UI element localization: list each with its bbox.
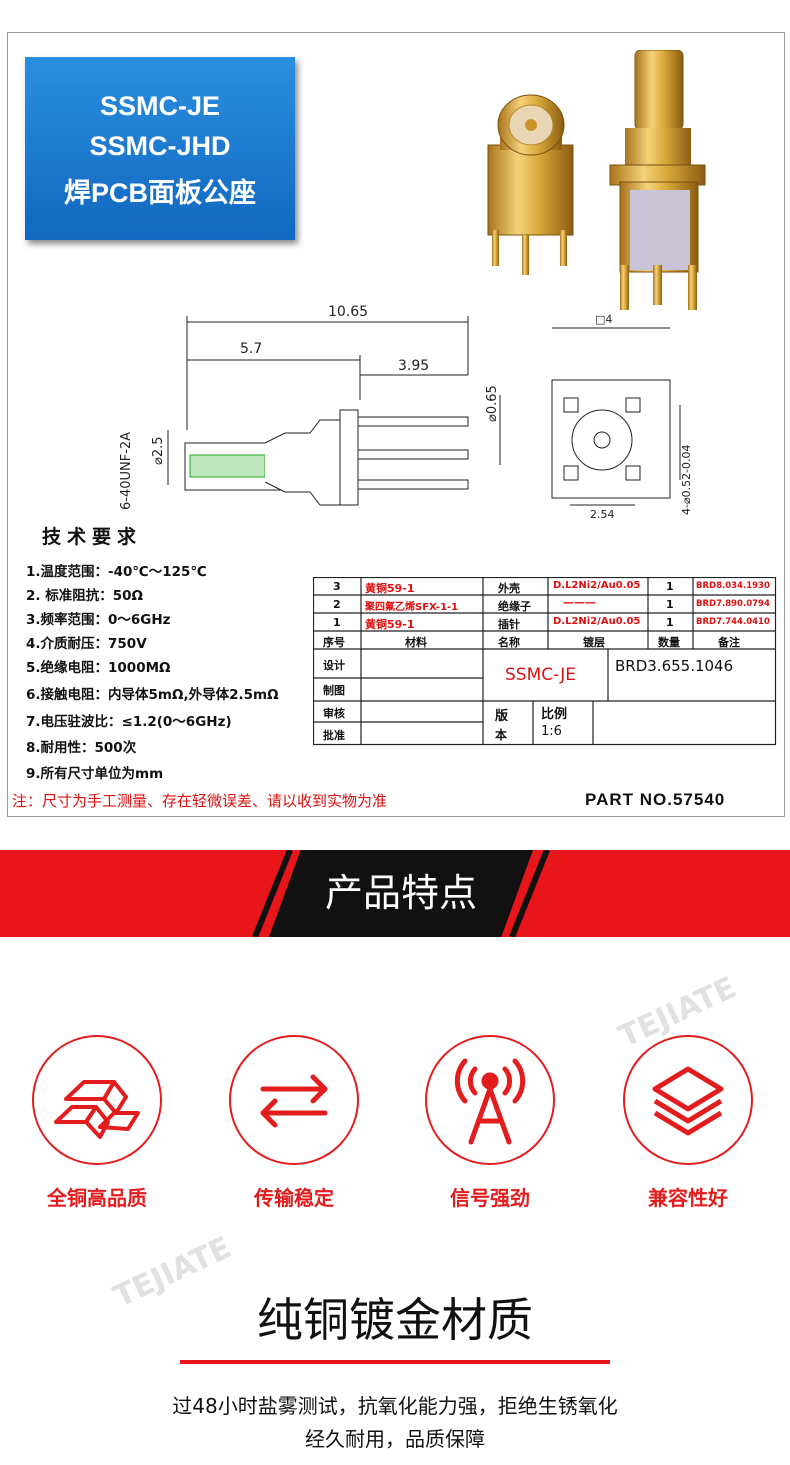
feature-label: 信号强劲	[450, 1186, 530, 1210]
feature-circle	[425, 1035, 555, 1165]
bom-material: 黄铜59-1	[365, 618, 415, 631]
dim-thread: 6-40UNF-2A	[119, 432, 134, 510]
bom-version-label: 版	[495, 709, 509, 724]
section-underline	[180, 1360, 610, 1364]
measurement-note: 注：尺寸为手工测量、存在轻微误差、请以收到实物为准	[12, 792, 388, 810]
dim-pin-dia: ⌀0.65	[485, 385, 500, 422]
bom-name: 绝缘子	[498, 600, 531, 613]
feature-circle	[32, 1035, 162, 1165]
banner-slashes	[252, 850, 550, 937]
layers-icon	[652, 1066, 724, 1136]
bom-role: 审核	[323, 707, 345, 720]
spec-item: 5.绝缘电阻：1000MΩ	[26, 660, 171, 676]
bom-table: 3 黄铜59-1 外壳 D.L2Ni2/Au0.05 1 BRD8.034.19…	[313, 577, 775, 745]
bom-no: 3	[333, 580, 341, 593]
end-view-drawing: □4 2.54 4-⌀0.52-0.04	[551, 313, 693, 520]
bom-header-material: 材料	[405, 636, 427, 649]
feature-label: 传输稳定	[254, 1186, 334, 1210]
spec-item: 4.介质耐压：750V	[26, 636, 147, 652]
bom-qty: 1	[666, 598, 674, 611]
feature-circle	[623, 1035, 753, 1165]
feature-label: 全铜高品质	[47, 1186, 147, 1210]
spec-item: 2. 标准阻抗：50Ω	[26, 588, 143, 604]
side-view-drawing: 10.65 5.7 3.95 ⌀0.65 ⌀2.5 6-40UNF-2A	[119, 304, 501, 510]
bom-role: 制图	[323, 684, 345, 697]
spec-item: 1.温度范围：-40℃～125℃	[26, 564, 207, 580]
signal-tower-icon	[454, 1058, 526, 1145]
spec-item: 7.电压驻波比：≤1.2(0～6GHz)	[26, 714, 232, 730]
title-line-2: SSMC-JHD	[89, 131, 231, 161]
bom-header-plating: 镀层	[583, 636, 605, 649]
bom-role: 设计	[323, 659, 345, 672]
transfer-arrows-icon	[260, 1074, 328, 1128]
spec-item: 3.频率范围：0～6GHz	[26, 612, 171, 628]
feature-label: 兼容性好	[648, 1186, 728, 1210]
spec-item: 9.所有尺寸单位为mm	[26, 766, 164, 782]
dim-side-right: 4-⌀0.52-0.04	[680, 444, 693, 515]
connector-side-image	[609, 50, 706, 310]
bom-version-label-2: 本	[495, 728, 508, 742]
spec-item: 6.接触电阻：内导体5mΩ,外导体2.5mΩ	[26, 687, 279, 703]
spec-title: 技术要求	[42, 526, 143, 548]
product-title-box: SSMC-JE SSMC-JHD 焊PCB面板公座	[25, 57, 295, 240]
feature-circle	[229, 1035, 359, 1165]
bom-qty: 1	[666, 616, 674, 629]
dim-left: 5.7	[240, 341, 262, 357]
bom-note: BRD7.744.0410	[696, 617, 770, 627]
bom-plating: ———	[563, 596, 596, 609]
bom-header-qty: 数量	[658, 636, 680, 649]
section-desc-line: 过48小时盐雾测试，抗氧化能力强，拒绝生锈氧化	[172, 1394, 618, 1418]
bom-role: 批准	[323, 729, 345, 742]
connector-front-image	[487, 94, 574, 275]
bom-material: 黄铜59-1	[365, 582, 415, 595]
dim-overall: 10.65	[328, 304, 368, 320]
product-photo	[487, 50, 706, 310]
banner-title: 产品特点	[324, 871, 477, 915]
bom-note: BRD7.890.0794	[696, 599, 770, 609]
bom-scale-value: 1:6	[541, 724, 562, 739]
section-title: 纯铜镀金材质	[257, 1293, 533, 1347]
section-desc-line: 经久耐用，品质保障	[305, 1427, 485, 1451]
dim-side-pitch: 2.54	[590, 508, 615, 520]
dim-body-dia: ⌀2.5	[151, 436, 166, 465]
bom-plating: D.L2Ni2/Au0.05	[553, 616, 641, 627]
bom-note: BRD8.034.1930	[696, 581, 770, 591]
bom-model: SSMC-JE	[505, 665, 576, 685]
gold-bars-icon	[54, 1080, 140, 1139]
bom-header-name: 名称	[498, 636, 520, 649]
bom-table-grid	[313, 577, 777, 746]
spec-item: 8.耐用性：500次	[26, 740, 137, 756]
title-line-3: 焊PCB面板公座	[63, 178, 256, 208]
bom-qty: 1	[666, 580, 674, 593]
dim-right: 3.95	[398, 358, 429, 374]
bom-header-note: 备注	[718, 636, 740, 649]
bom-no: 2	[333, 598, 341, 611]
bom-header-no: 序号	[323, 636, 345, 649]
bom-no: 1	[333, 616, 341, 629]
bom-name: 外壳	[498, 582, 520, 595]
dim-side-top: □4	[595, 313, 612, 326]
title-line-1: SSMC-JE	[99, 91, 221, 121]
part-number: PART NO.57540	[585, 790, 726, 809]
bom-plating: D.L2Ni2/Au0.05	[553, 580, 641, 591]
banner-black-panel	[269, 850, 533, 937]
bom-scale-label: 比例	[541, 707, 568, 722]
bom-name: 插针	[498, 618, 520, 631]
bom-material: 聚四氟乙烯SFX-1-1	[365, 602, 459, 613]
bom-drawing-no: BRD3.655.1046	[615, 657, 734, 675]
